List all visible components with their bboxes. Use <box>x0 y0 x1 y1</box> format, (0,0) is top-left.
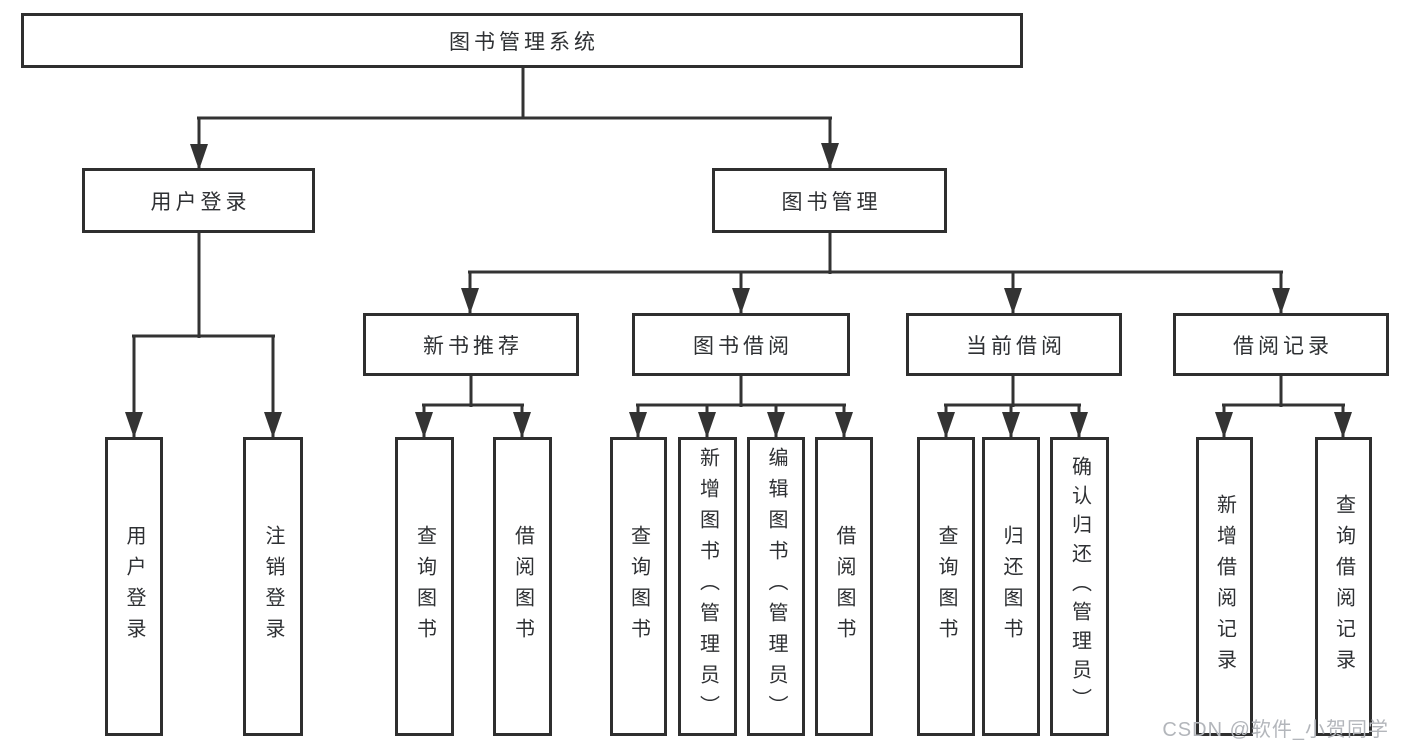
leaf-label: 新增图书（管理员） <box>696 447 719 726</box>
leaf-label: 查询图书 <box>627 524 650 649</box>
leaf-borrow-books-recommend: 借阅图书 <box>493 437 552 736</box>
leaf-label: 确认归还（管理员） <box>1068 456 1091 717</box>
leaf-label: 查询图书 <box>413 524 436 649</box>
leaf-add-book-admin: 新增图书（管理员） <box>678 437 737 736</box>
node-new-book-recommendation: 新书推荐 <box>363 313 579 376</box>
node-current-borrowing: 当前借阅 <box>906 313 1122 376</box>
leaf-label: 查询借阅记录 <box>1332 493 1355 680</box>
node-user-login: 用户登录 <box>82 168 315 233</box>
leaf-user-login: 用户登录 <box>105 437 163 736</box>
leaf-confirm-return-admin: 确认归还（管理员） <box>1050 437 1109 736</box>
leaf-label: 借阅图书 <box>833 524 855 649</box>
leaf-query-borrow-record: 查询借阅记录 <box>1315 437 1372 736</box>
leaf-query-books-recommend: 查询图书 <box>395 437 454 736</box>
node-label: 图书借阅 <box>693 334 793 358</box>
node-library-management-system: 图书管理系统 <box>21 13 1023 68</box>
leaf-add-borrow-record: 新增借阅记录 <box>1196 437 1253 736</box>
node-label: 图书管理系统 <box>449 30 599 54</box>
leaf-label: 新增借阅记录 <box>1213 493 1236 680</box>
node-borrowing-records: 借阅记录 <box>1173 313 1389 376</box>
leaf-label: 用户登录 <box>123 524 145 649</box>
node-book-borrowing: 图书借阅 <box>632 313 850 376</box>
leaf-label: 编辑图书（管理员） <box>765 447 787 726</box>
leaf-query-books-current: 查询图书 <box>917 437 975 736</box>
leaf-label: 归还图书 <box>1000 524 1022 649</box>
node-label: 图书管理 <box>781 190 882 214</box>
node-label: 借阅记录 <box>1233 334 1333 358</box>
node-label: 当前借阅 <box>966 334 1066 358</box>
leaf-edit-book-admin: 编辑图书（管理员） <box>747 437 805 736</box>
leaf-label: 注销登录 <box>262 524 284 649</box>
watermark: CSDN @软件_小贺同学 <box>1162 719 1389 741</box>
node-book-management: 图书管理 <box>712 168 947 233</box>
leaf-logout: 注销登录 <box>243 437 303 736</box>
leaf-label: 借阅图书 <box>511 524 534 649</box>
leaf-label: 查询图书 <box>935 524 957 649</box>
leaf-query-books-borrowing: 查询图书 <box>610 437 667 736</box>
leaf-return-books: 归还图书 <box>982 437 1040 736</box>
node-label: 新书推荐 <box>423 334 523 358</box>
leaf-borrow-books-borrowing: 借阅图书 <box>815 437 873 736</box>
node-label: 用户登录 <box>150 190 251 214</box>
